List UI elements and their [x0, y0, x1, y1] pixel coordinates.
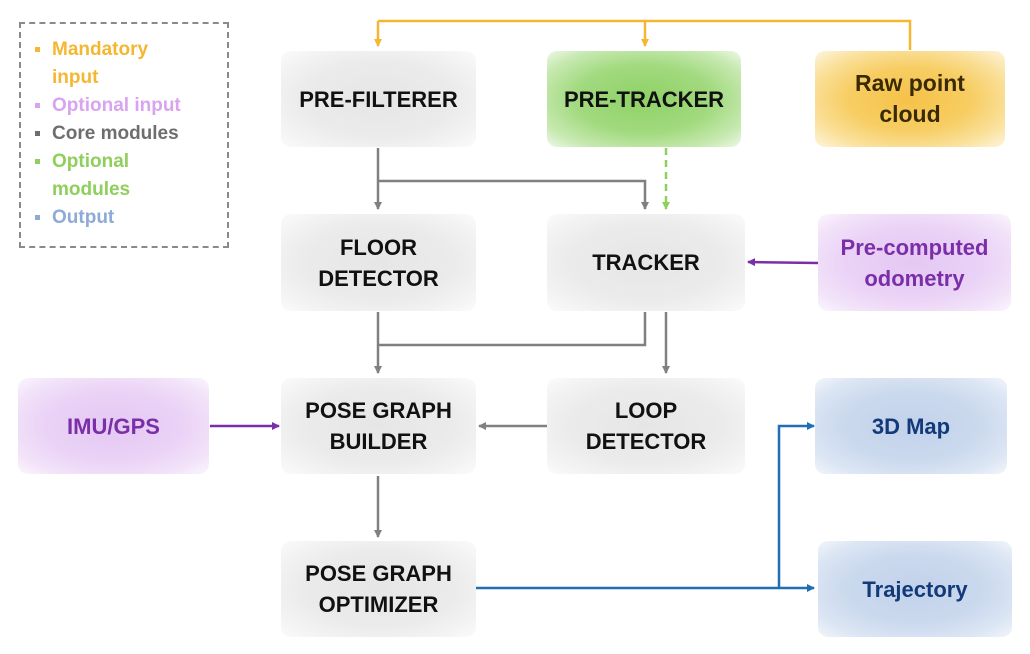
- floor-detector-node: FLOOR DETECTOR: [281, 214, 476, 311]
- imu-gps-node: IMU/GPS: [18, 378, 209, 474]
- legend-item: Optional input: [35, 92, 221, 120]
- pose-graph-optimizer-node: POSE GRAPH OPTIMIZER: [281, 541, 476, 637]
- pre-tracker-node: PRE-TRACKER: [547, 51, 741, 147]
- legend-label: Output: [52, 207, 115, 228]
- legend-label: Optional modules: [52, 151, 131, 200]
- pre-filterer-node: PRE-FILTERER: [281, 51, 476, 147]
- legend-bullet-icon: [35, 159, 40, 164]
- legend-item: Core modules: [35, 120, 221, 148]
- legend-item: Output: [35, 204, 221, 232]
- raw-cloud-bus: [378, 19, 912, 50]
- odometry-to-tracker: [747, 258, 819, 267]
- legend-item: Mandatory input: [35, 36, 221, 92]
- legend-bullet-icon: [35, 47, 40, 52]
- raw-point-cloud-node: Raw point cloud: [815, 51, 1005, 147]
- optimizer-to-3d-map: [777, 422, 815, 588]
- legend-bullet-icon: [35, 131, 40, 136]
- loop-detector-node: LOOP DETECTOR: [547, 378, 745, 474]
- pre-computed-odometry-node: Pre-computed odometry: [818, 214, 1011, 311]
- pose-graph-builder-node: POSE GRAPH BUILDER: [281, 378, 476, 474]
- 3d-map-node: 3D Map: [815, 378, 1007, 474]
- legend-bullet-icon: [35, 103, 40, 108]
- legend-label: Mandatory input: [52, 39, 149, 88]
- legend-item: Optional modules: [35, 148, 221, 204]
- pre-filterer-to-tracker: [378, 179, 649, 210]
- tracker-to-builder: [378, 312, 647, 347]
- legend-bullet-icon: [35, 215, 40, 220]
- trajectory-node: Trajectory: [818, 541, 1012, 637]
- legend-label: Optional input: [52, 95, 181, 116]
- tracker-node: TRACKER: [547, 214, 745, 311]
- legend-label: Core modules: [52, 123, 179, 144]
